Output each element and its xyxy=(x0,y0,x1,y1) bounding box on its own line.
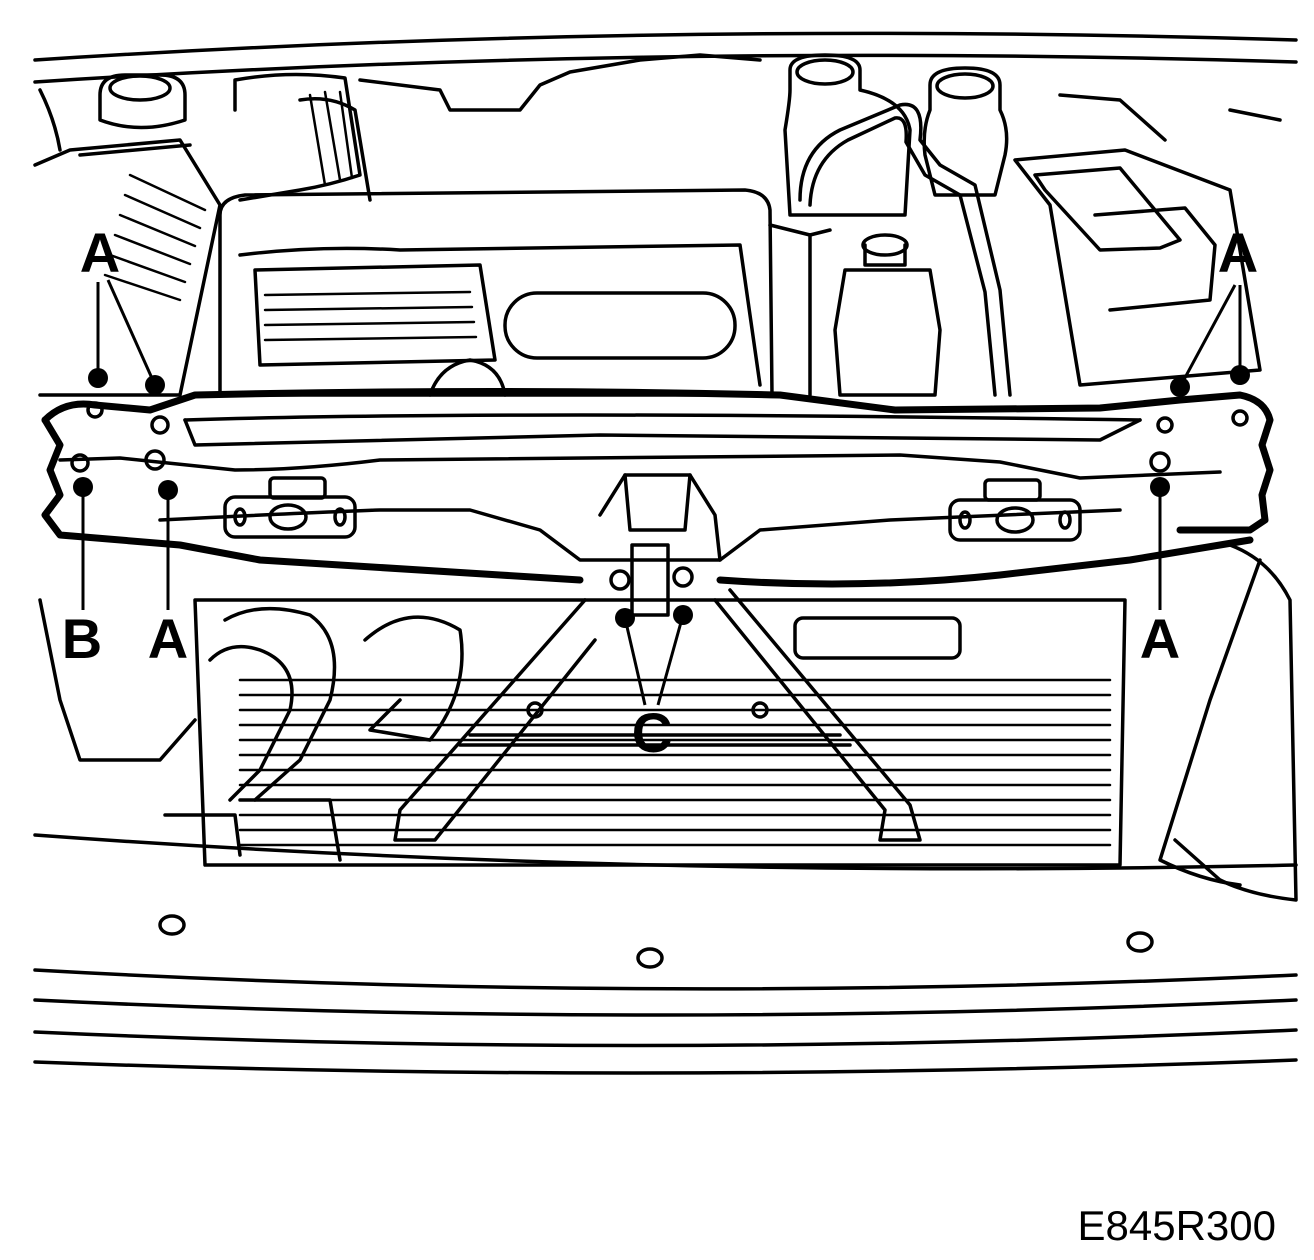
radiator-crossmember xyxy=(41,388,1274,617)
lower-radiator-hose xyxy=(38,598,464,802)
figure-code: E845R300 xyxy=(1078,1202,1277,1249)
callout-a-right-upper: A xyxy=(1218,221,1258,284)
radiator-core xyxy=(193,598,1127,867)
leader-lines xyxy=(81,279,1242,706)
coolant-hoses xyxy=(798,102,1012,397)
callout-a-right-lower: A xyxy=(1140,607,1180,670)
engine-cover xyxy=(218,188,774,397)
battery xyxy=(1013,93,1282,387)
callout-labels: A A B A A C xyxy=(62,221,1258,764)
centre-support-bracket xyxy=(393,588,922,842)
coolant-reservoir xyxy=(783,53,1009,217)
callout-a-left-lower: A xyxy=(148,607,188,670)
intake-hose xyxy=(233,53,762,202)
front-bumper xyxy=(33,798,1298,1075)
callout-c-center: C xyxy=(632,701,672,764)
air-filter-box xyxy=(33,73,222,397)
callout-b-left-lower: B xyxy=(62,607,102,670)
fluid-reservoir xyxy=(768,223,942,397)
callout-a-left-upper: A xyxy=(80,221,120,284)
right-headlamp xyxy=(1158,543,1298,902)
